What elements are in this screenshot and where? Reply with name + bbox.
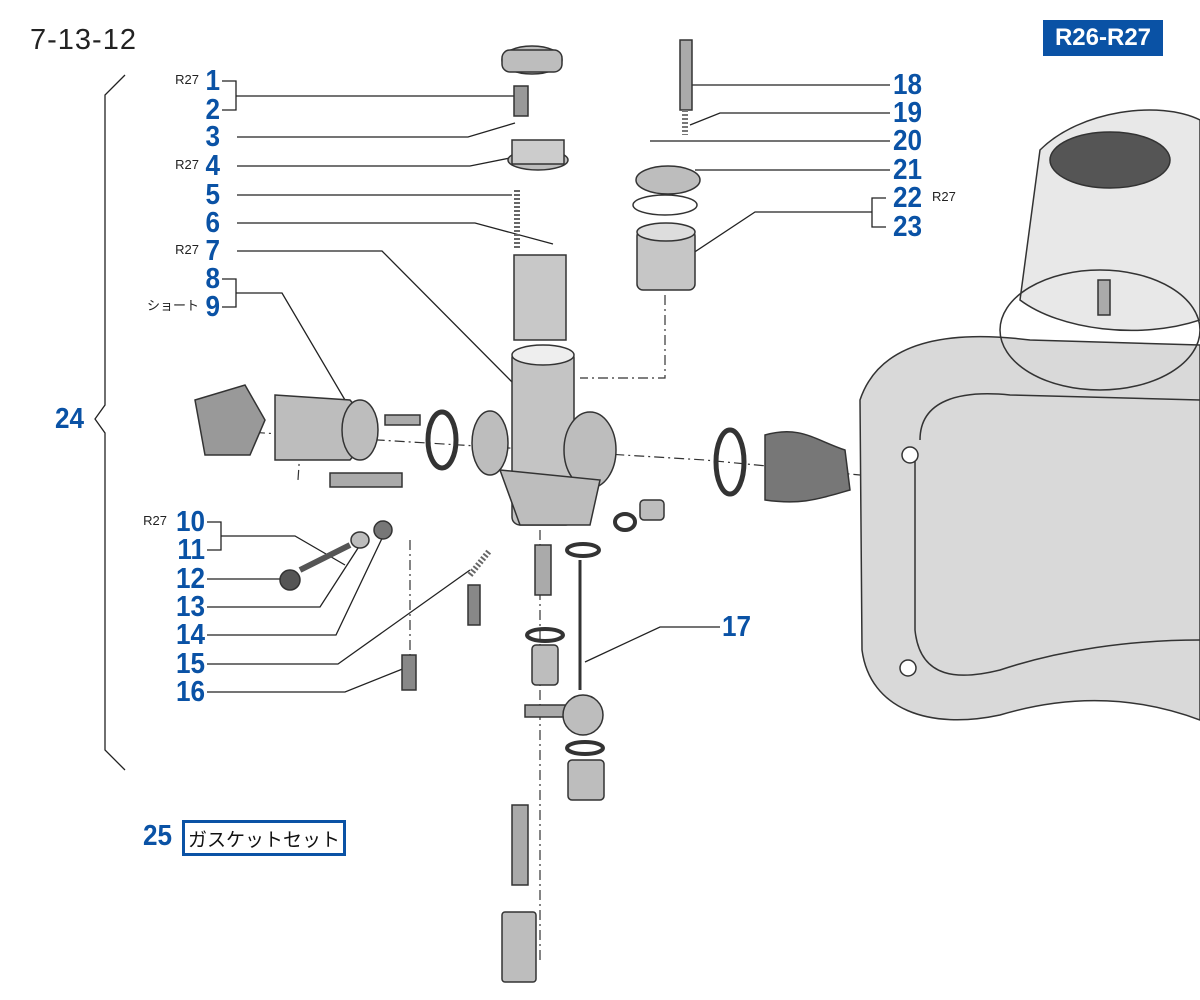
callout-7[interactable]: 7 [205, 235, 220, 267]
callout-10[interactable]: 10 [175, 506, 205, 538]
callout-22[interactable]: 22 [893, 182, 923, 214]
callout-1[interactable]: 1 [205, 65, 220, 97]
leader-8-9 [222, 278, 346, 401]
callout-2[interactable]: 2 [205, 94, 220, 126]
callout-21[interactable]: 21 [893, 154, 923, 186]
leader-3 [237, 122, 516, 138]
callout-5[interactable]: 5 [205, 179, 220, 211]
leader-19 [689, 112, 890, 126]
leader-16 [207, 667, 406, 693]
leader-17 [584, 626, 720, 663]
callout-23[interactable]: 23 [893, 211, 923, 243]
callout-note-22: R27 [932, 189, 956, 204]
flange-gasket [194, 384, 266, 456]
leader-lines [94, 74, 890, 771]
callout-note-7: R27 [175, 242, 199, 257]
leader-22-23 [674, 197, 886, 266]
callout-16[interactable]: 16 [175, 676, 205, 708]
parts [194, 39, 1200, 983]
leader-14 [207, 529, 387, 636]
leader-4 [237, 157, 511, 167]
callout-13[interactable]: 13 [175, 591, 205, 623]
callout-note-1: R27 [175, 72, 199, 87]
callout-20[interactable]: 20 [893, 125, 923, 157]
callout-11[interactable]: 11 [177, 534, 205, 566]
callout-25[interactable]: 25 [143, 820, 173, 852]
callout-8[interactable]: 8 [205, 263, 220, 295]
callout-9[interactable]: 9 [205, 291, 220, 323]
callout-24[interactable]: 24 [55, 403, 85, 435]
callout-14[interactable]: 14 [175, 619, 205, 651]
callout-19[interactable]: 19 [893, 97, 923, 129]
callout-note-10: R27 [143, 513, 167, 528]
leader-6 [237, 222, 554, 245]
callout-17[interactable]: 17 [722, 611, 752, 643]
callout-15[interactable]: 15 [175, 648, 205, 680]
callout-6[interactable]: 6 [205, 207, 220, 239]
page-code: 7-13-12 [30, 24, 137, 56]
leader-15 [207, 569, 471, 665]
callout-note-4: R27 [175, 157, 199, 172]
callout-12[interactable]: 12 [175, 563, 205, 595]
callout-18[interactable]: 18 [893, 69, 923, 101]
air-filter-housing [859, 335, 1200, 721]
callout-4[interactable]: 4 [205, 150, 220, 182]
model-badge: R26-R27 [1043, 20, 1163, 56]
leader-1-2 [222, 80, 515, 111]
leader-7 [237, 250, 513, 383]
leader-13 [207, 544, 361, 608]
clamp [713, 427, 747, 497]
rubber-boot [764, 431, 851, 503]
brace-24 [94, 74, 126, 771]
gasket-set-label[interactable]: ガスケットセット [182, 820, 346, 856]
callout-3[interactable]: 3 [205, 121, 220, 153]
callout-note-9: ショート [146, 298, 199, 313]
